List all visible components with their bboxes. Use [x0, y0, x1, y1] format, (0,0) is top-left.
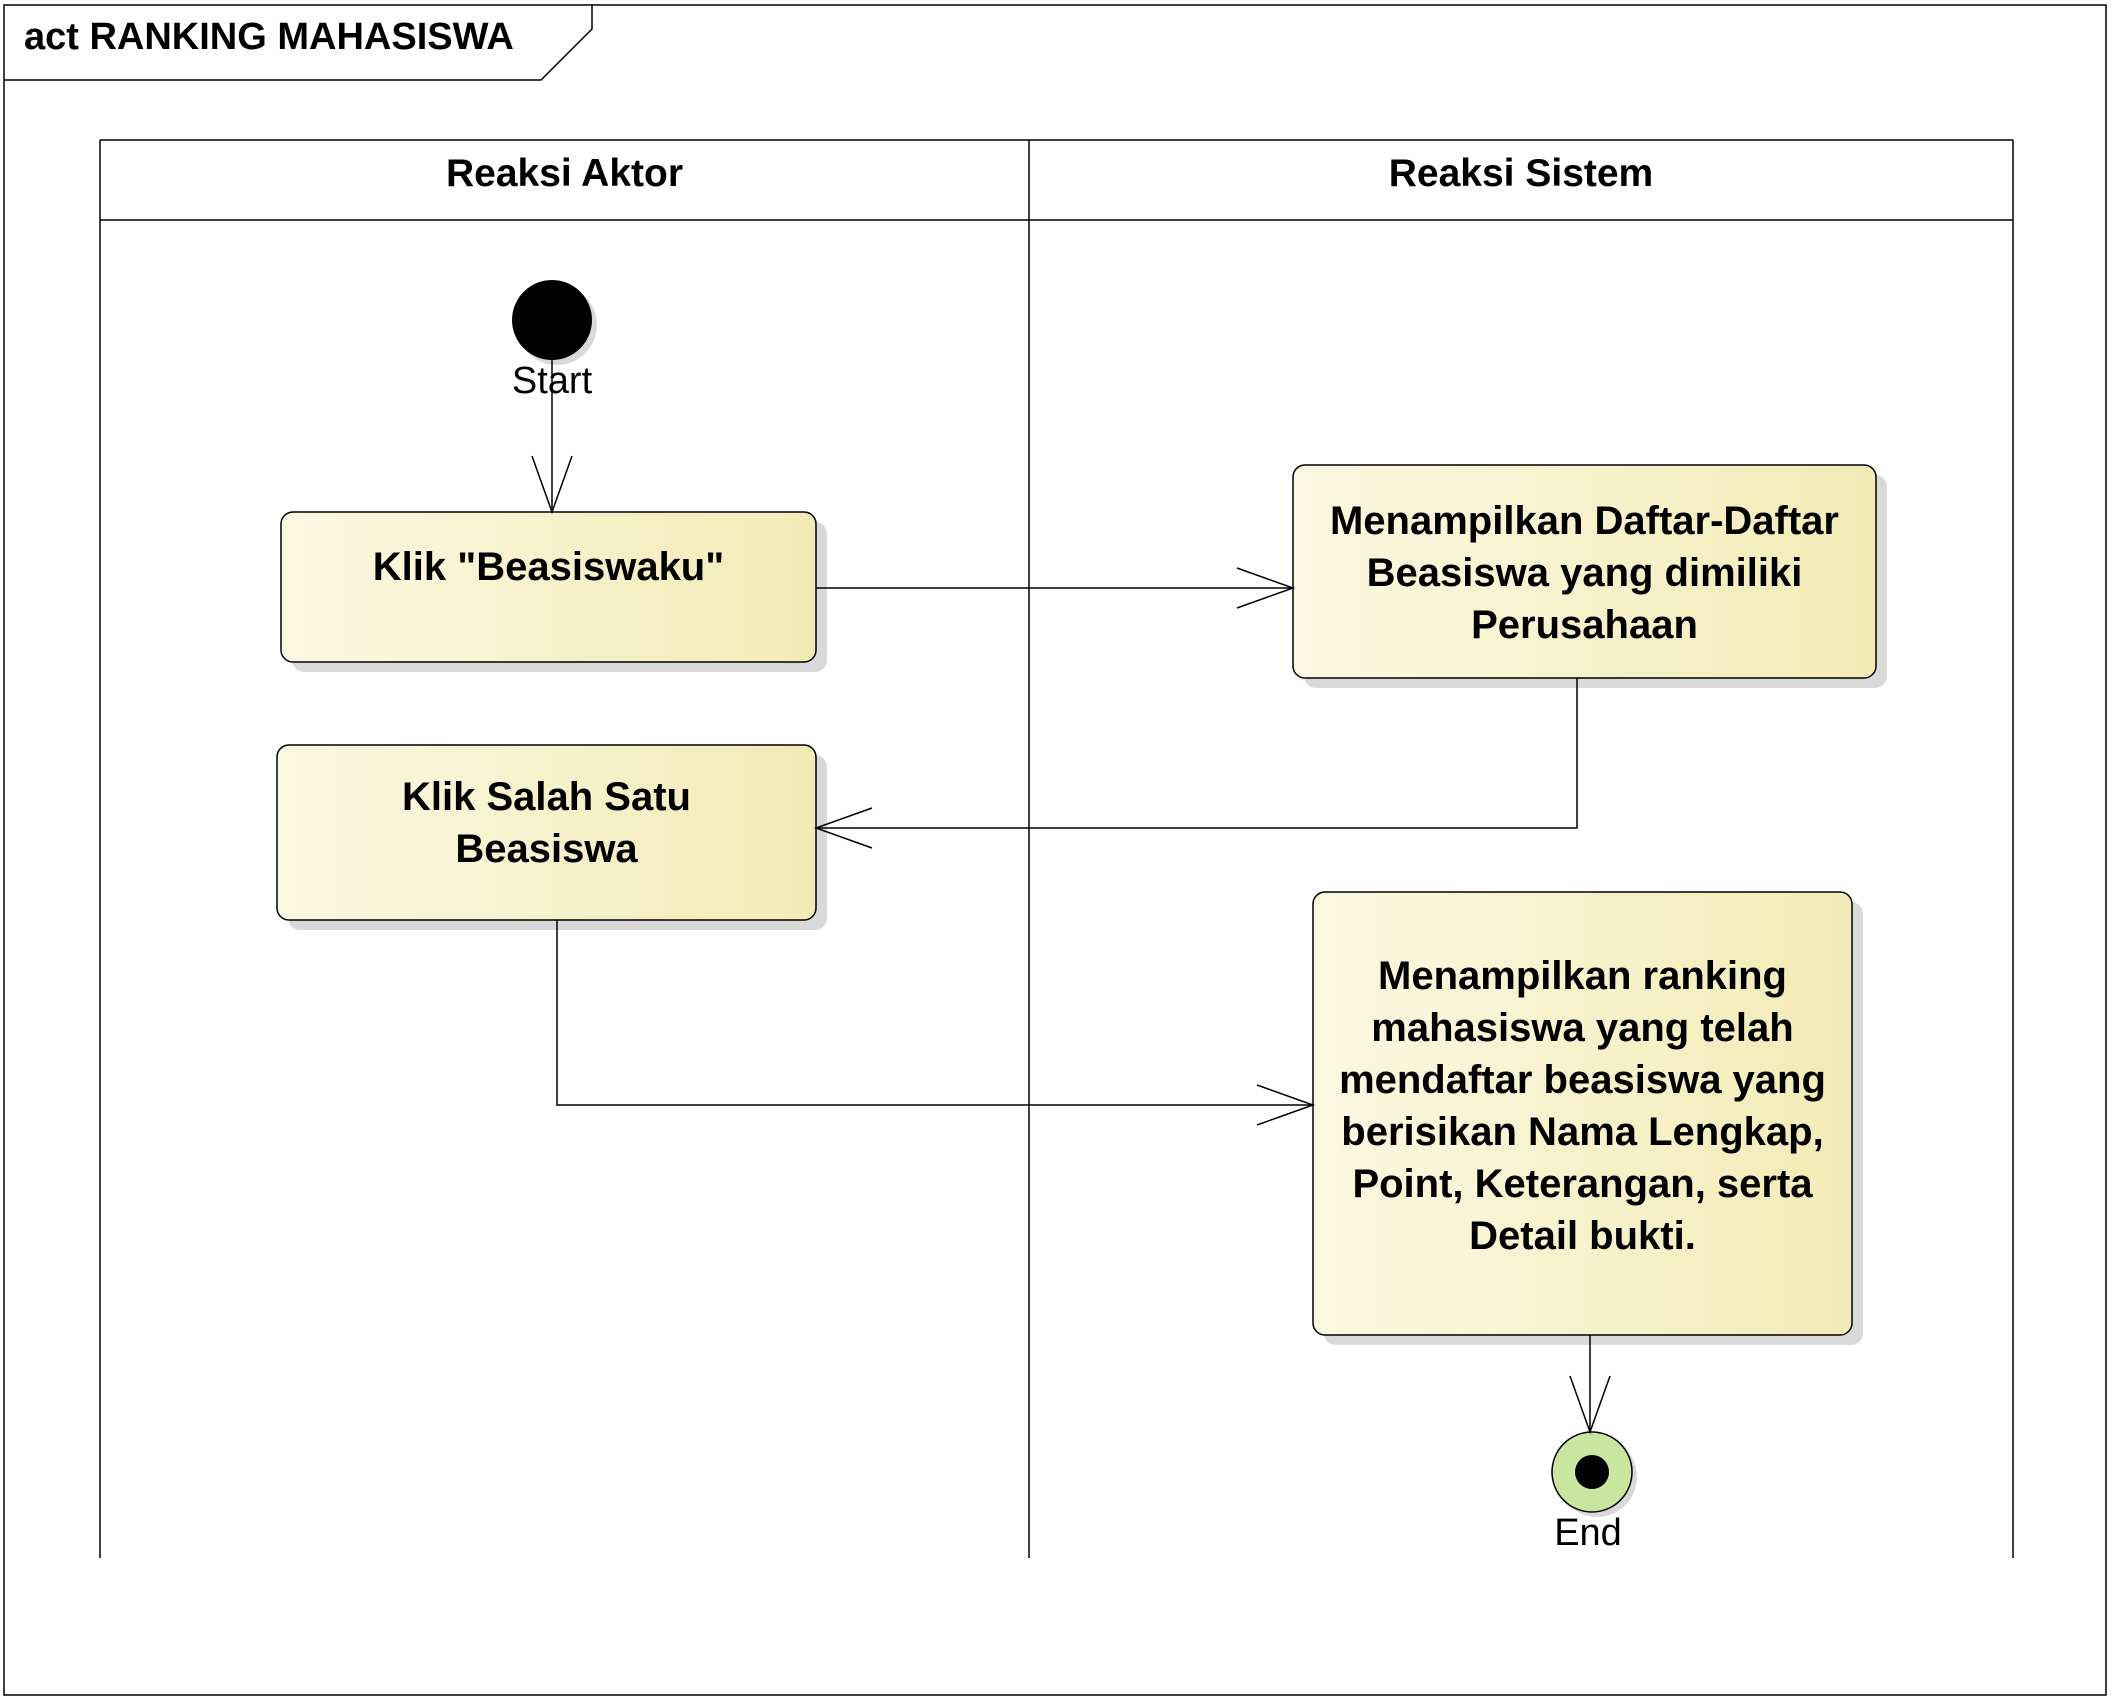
- frame-title: act RANKING MAHASISWA: [24, 16, 514, 58]
- activity-salah-satu-box[interactable]: [276, 744, 817, 921]
- control-flows: [531, 360, 1611, 1435]
- activity-daftar-box[interactable]: [1292, 464, 1877, 679]
- flow-salah-satu-to-ranking: [556, 920, 1313, 1106]
- activity-beasiswaku-label: Klik "Beasiswaku": [372, 545, 725, 589]
- lane-title-system: Reaksi Sistem: [1388, 152, 1654, 195]
- arrowhead-icon: [531, 455, 573, 515]
- activity-ranking-box[interactable]: [1312, 891, 1853, 1336]
- lane-title-actor: Reaksi Aktor: [446, 152, 683, 195]
- end-label: End: [1554, 1512, 1622, 1554]
- diagram-frame: [3, 4, 2107, 1696]
- activity-salah-satu-label: Klik Salah Satu Beasiswa: [402, 775, 691, 871]
- start-node[interactable]: [512, 280, 592, 360]
- activity-ranking-label: Menampilkan ranking mahasiswa yang telah…: [1339, 953, 1826, 1258]
- arrowhead-icon: [1236, 567, 1296, 609]
- swimlanes: [99, 139, 2014, 1558]
- end-node-core: [1575, 1455, 1609, 1489]
- start-label: Start: [511, 360, 593, 402]
- frame-title-tab: [4, 5, 593, 81]
- flow-daftar-to-salah-satu: [816, 678, 1578, 829]
- arrowhead-icon: [813, 807, 873, 849]
- arrowhead-icon: [1256, 1084, 1316, 1126]
- activity-daftar-label: Menampilkan Daftar-Daftar Beasiswa yang …: [1329, 498, 1839, 647]
- arrowhead-icon: [1569, 1375, 1611, 1435]
- activity-beasiswaku-box[interactable]: [280, 511, 817, 663]
